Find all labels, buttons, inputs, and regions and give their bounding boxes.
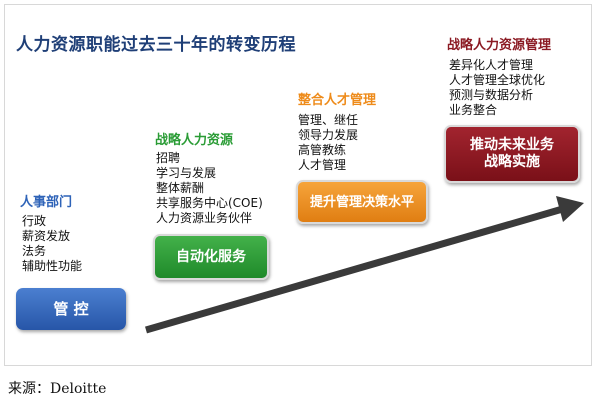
list-item: 差异化人才管理	[449, 58, 534, 72]
stage-3-list: 管理、继任 领导力发展 高管教练 人才管理	[298, 113, 358, 173]
list-item: 领导力发展	[298, 128, 359, 142]
stage-4-heading: 战略人力资源管理	[447, 38, 552, 53]
list-item: 薪资发放	[22, 229, 71, 243]
stage-1-outcome-button: 管 控	[16, 288, 126, 330]
list-item: 辅助性功能	[22, 259, 83, 273]
list-item: 预测与数据分析	[449, 88, 534, 102]
list-item: 学习与发展	[156, 166, 217, 180]
stage-1-heading: 人事部门	[20, 195, 73, 210]
stage-2-outcome-button: 自动化服务	[153, 234, 269, 280]
list-item: 行政	[22, 214, 47, 228]
list-item: 人才管理全球优化	[449, 73, 546, 87]
list-item: 招聘	[156, 151, 181, 165]
list-item: 业务整合	[449, 103, 498, 117]
list-item: 人才管理	[298, 158, 347, 172]
list-item: 高管教练	[298, 143, 347, 157]
source-note: 来源：Deloitte	[8, 381, 107, 397]
stage-2-list: 招聘 学习与发展 整体薪酬 共享服务中心(COE) 人力资源业务伙伴	[156, 151, 263, 226]
stage-1-list: 行政 薪资发放 法务 辅助性功能	[22, 214, 82, 274]
list-item: 人力资源业务伙伴	[156, 211, 253, 225]
stage-3-heading: 整合人才管理	[298, 93, 377, 108]
stage-4-outcome-button: 推动未来业务 战略实施	[444, 125, 580, 183]
stage-4-outcome-line-1: 推动未来业务	[470, 137, 554, 153]
stage-2-heading: 战略人力资源	[155, 133, 234, 148]
list-item: 法务	[22, 244, 47, 258]
list-item: 共享服务中心(COE)	[156, 196, 263, 210]
list-item: 管理、继任	[298, 113, 359, 127]
diagram-title: 人力资源职能过去三十年的转变历程	[16, 35, 296, 55]
stage-4-outcome-line-2: 战略实施	[484, 154, 540, 170]
stage-3-outcome-button: 提升管理决策水平	[296, 180, 428, 224]
list-item: 整体薪酬	[156, 181, 205, 195]
stage-4-list: 差异化人才管理 人才管理全球优化 预测与数据分析 业务整合	[449, 58, 545, 118]
